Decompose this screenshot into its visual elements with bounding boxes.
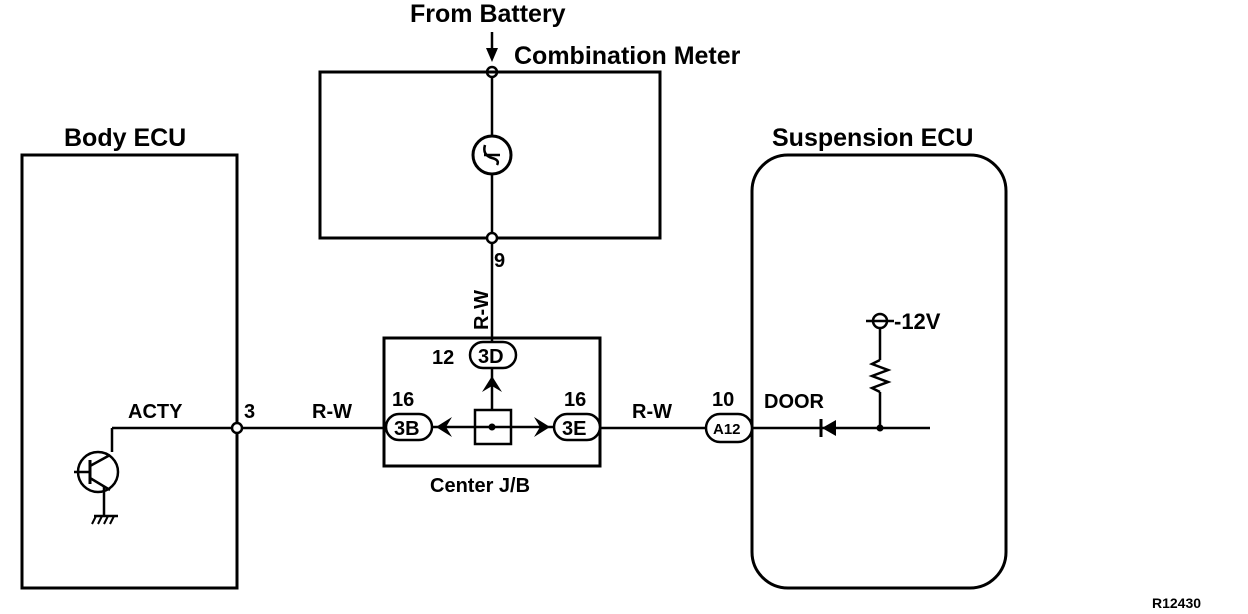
wire-rw-right-label: R-W [632, 401, 672, 423]
center-jb-box [382, 336, 602, 468]
ground-icon [91, 514, 118, 525]
body-ecu-pin-label: 3 [244, 401, 255, 423]
diode-icon [819, 419, 836, 437]
from-battery-label: From Battery [410, 0, 566, 28]
connector-3d-label: 3D [478, 346, 504, 368]
wire-rw-left-label: R-W [312, 401, 352, 423]
lamp-filament-icon [483, 144, 500, 166]
connector-a12-label: A12 [713, 421, 741, 438]
supply-12v-label: -12V [894, 309, 941, 334]
suspension-ecu-box [750, 153, 1008, 590]
jb-left-arrow-icon [436, 417, 452, 437]
jb-up-arrow-icon [482, 376, 502, 392]
door-label: DOOR [764, 391, 825, 413]
wire-rw-vertical-label: R-W [471, 290, 493, 330]
connector-3b-label: 3B [394, 418, 420, 440]
jb-right-arrow-icon [534, 417, 550, 437]
body-ecu-pin3-node [230, 421, 244, 435]
center-jb-label: Center J/B [430, 475, 530, 497]
suspension-pin-label: 10 [712, 389, 734, 411]
resistor-icon [868, 358, 892, 394]
battery-arrow-icon [486, 48, 498, 62]
connector-3e-label: 3E [562, 418, 586, 440]
meter-pin9-node [485, 231, 499, 245]
body-ecu-box [20, 153, 239, 590]
acty-label: ACTY [128, 401, 183, 423]
meter-pin-label: 9 [494, 250, 505, 272]
body-ecu-label: Body ECU [64, 124, 186, 152]
combination-meter-label: Combination Meter [514, 42, 741, 70]
jb-right-pin-label: 16 [564, 389, 586, 411]
jb-top-pin-label: 12 [432, 347, 454, 369]
figure-id: R12430 [1152, 595, 1201, 611]
jb-left-pin-label: 16 [392, 389, 414, 411]
suspension-ecu-label: Suspension ECU [772, 124, 973, 152]
